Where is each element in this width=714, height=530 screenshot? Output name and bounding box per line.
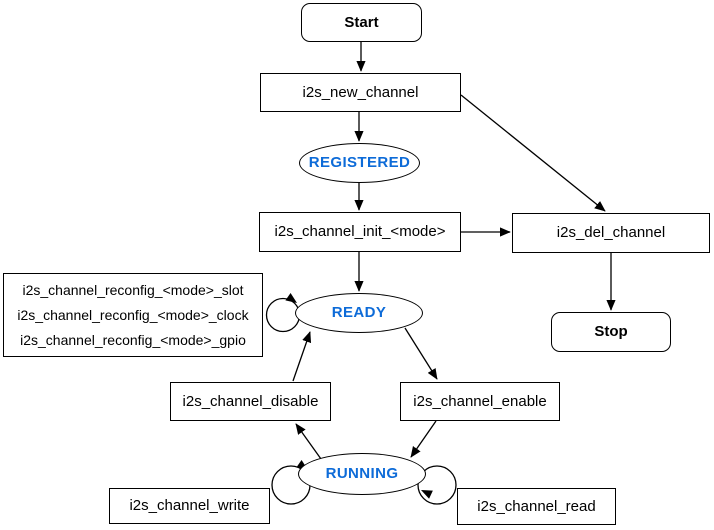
edge-new-channel-to-del-channel [460,94,606,212]
node-i2s-channel-disable-label: i2s_channel_disable [182,392,319,410]
node-i2s-channel-write: i2s_channel_write [109,488,270,524]
state-registered: REGISTERED [299,143,420,183]
edge-running-to-disable [295,423,322,460]
node-i2s-new-channel-label: i2s_new_channel [302,83,419,101]
state-ready-label: READY [331,304,387,321]
state-running: RUNNING [298,453,426,495]
node-i2s-channel-enable: i2s_channel_enable [400,382,560,421]
node-i2s-channel-enable-label: i2s_channel_enable [413,392,547,410]
node-start: Start [301,3,422,42]
node-i2s-channel-read-label: i2s_channel_read [477,497,596,515]
state-running-label: RUNNING [325,465,399,482]
note-reconfig-functions: i2s_channel_reconfig_<mode>_slot i2s_cha… [3,273,263,357]
node-i2s-del-channel-label: i2s_del_channel [556,224,666,241]
node-i2s-del-channel: i2s_del_channel [512,213,710,253]
node-i2s-new-channel: i2s_new_channel [260,73,461,112]
state-ready: READY [295,293,423,333]
edge-ready-to-enable [404,327,438,380]
node-stop-label: Stop [594,323,628,340]
node-i2s-channel-init: i2s_channel_init_<mode> [259,212,461,252]
node-i2s-channel-init-label: i2s_channel_init_<mode> [274,223,446,240]
state-registered-label: REGISTERED [308,154,411,171]
node-start-label: Start [344,13,379,31]
edge-enable-to-running [410,420,437,458]
node-i2s-channel-write-label: i2s_channel_write [129,497,250,514]
node-i2s-channel-disable: i2s_channel_disable [170,382,331,421]
reconfig-gpio-label: i2s_channel_reconfig_<mode>_gpio [20,331,246,348]
edge-disable-to-ready [292,331,312,382]
node-i2s-channel-read: i2s_channel_read [457,488,616,525]
loop-running-read [417,465,457,505]
node-stop: Stop [551,312,671,352]
reconfig-clock-label: i2s_channel_reconfig_<mode>_clock [17,306,249,323]
reconfig-slot-label: i2s_channel_reconfig_<mode>_slot [22,281,244,298]
